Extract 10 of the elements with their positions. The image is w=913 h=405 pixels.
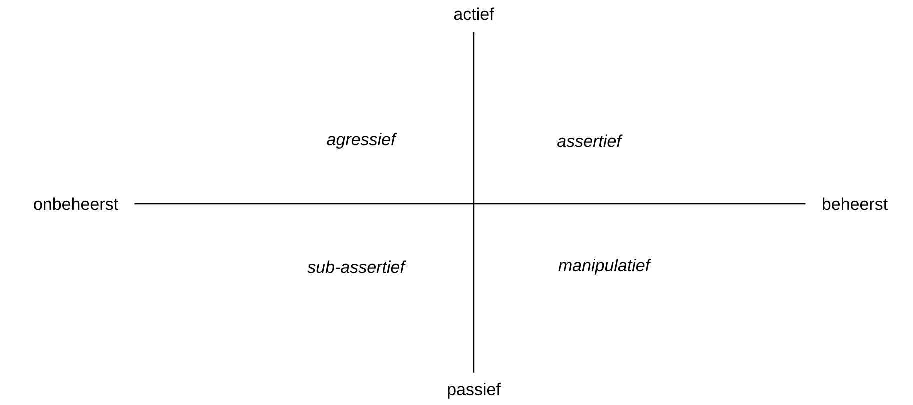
quadrant-label: agressief [327, 133, 398, 149]
axis-label: actief [454, 8, 494, 20]
axis-line [473, 32, 475, 373]
quadrant-label: manipulatief [558, 259, 652, 275]
axis-label: onbeheerst [34, 198, 118, 210]
quadrant-label: assertief [558, 134, 623, 148]
axis-label: passief [448, 383, 501, 399]
axis-line [134, 203, 806, 205]
quadrant-label: sub-assertief [308, 260, 406, 274]
axis-label: beheerst [823, 198, 888, 210]
